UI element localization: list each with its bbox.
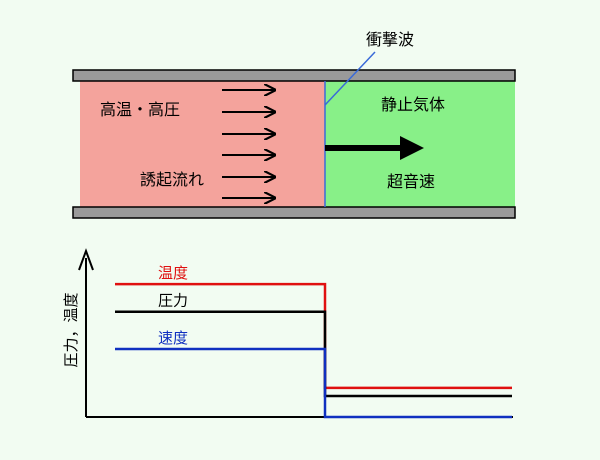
induced-flow-arrows bbox=[222, 90, 275, 198]
shock-wave-label: 衝撃波 bbox=[366, 30, 414, 49]
high-temp-high-pressure-label: 高温・高圧 bbox=[100, 100, 180, 119]
y-axis-label: 圧力，温度 bbox=[62, 292, 80, 367]
pressure-profile-line bbox=[115, 310, 512, 398]
y-axis-arrowhead bbox=[78, 248, 94, 271]
shock-label-leader bbox=[324, 51, 376, 106]
velocity-label: 速度 bbox=[158, 329, 188, 347]
high-temp-region bbox=[80, 81, 325, 207]
still-gas-region bbox=[325, 81, 515, 207]
shock-tube: 衝撃波 高温・高圧 誘起流れ 静止気体 超音速 bbox=[72, 30, 516, 219]
still-gas-label: 静止気体 bbox=[381, 95, 445, 114]
tube-wall-top bbox=[72, 69, 516, 82]
supersonic-label: 超音速 bbox=[387, 172, 435, 191]
shock-speed-arrow bbox=[325, 136, 424, 160]
temperature-label: 温度 bbox=[158, 264, 188, 282]
tube-wall-bottom bbox=[72, 206, 516, 219]
pressure-label: 圧力 bbox=[158, 292, 188, 310]
velocity-profile-line bbox=[115, 347, 512, 419]
induced-flow-label: 誘起流れ bbox=[140, 170, 204, 189]
